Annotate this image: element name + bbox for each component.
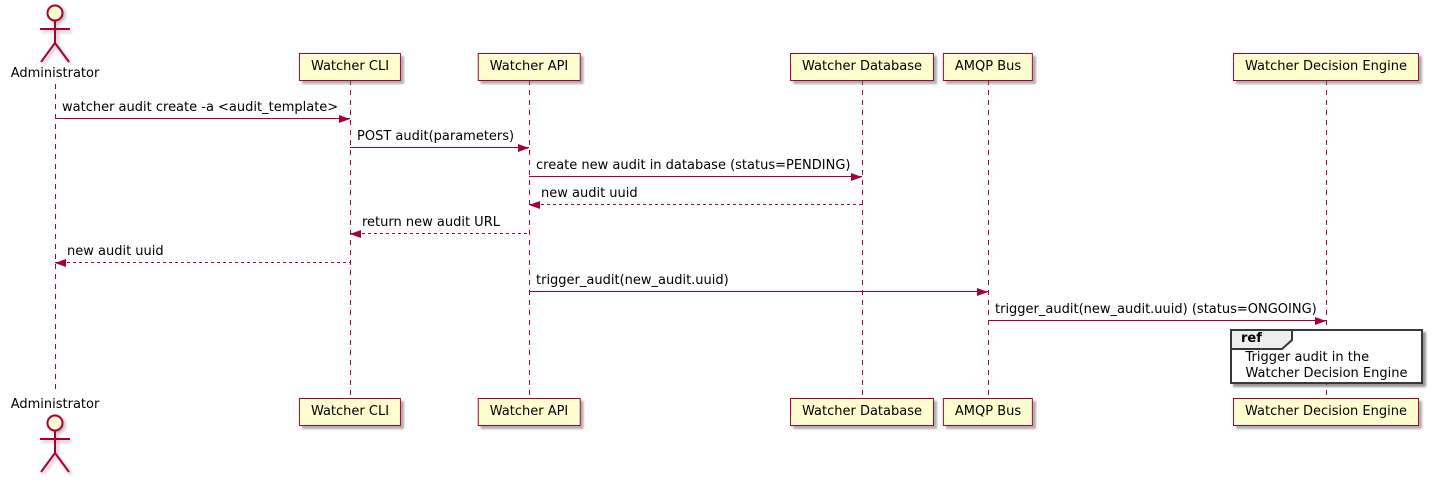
message-line: [55, 118, 350, 119]
participant-bottom-watcher-database: Watcher Database: [790, 398, 934, 426]
lifeline-watcher-api: [529, 80, 530, 398]
message-line: [988, 320, 1326, 321]
message-label: new audit uuid: [541, 186, 638, 201]
lifeline-administrator: [55, 84, 56, 394]
ref-text-line: Trigger audit in the: [1245, 350, 1370, 365]
message-label: watcher audit create -a <audit_template>: [62, 100, 339, 115]
message-line: [529, 204, 862, 205]
lifeline-watcher-decision-engine: [1326, 80, 1327, 398]
arrowhead-icon: [1315, 316, 1326, 325]
message-label: new audit uuid: [67, 244, 164, 259]
participant-bottom-amqp-bus: AMQP Bus: [942, 398, 1034, 426]
message-line: [55, 262, 350, 263]
actor-label-bottom-administrator: Administrator: [10, 397, 100, 412]
lifeline-watcher-cli: [350, 80, 351, 398]
participant-bottom-watcher-api: Watcher API: [477, 398, 581, 426]
arrowhead-icon: [529, 200, 540, 209]
arrowhead-icon: [55, 258, 66, 267]
arrowhead-icon: [977, 287, 988, 296]
ref-text-line: Watcher Decision Engine: [1245, 366, 1408, 381]
arrowhead-icon: [851, 172, 862, 181]
arrowhead-icon: [350, 229, 361, 238]
arrowhead-icon: [518, 143, 529, 152]
message-line: [529, 176, 862, 177]
actor-icon-top-administrator: [33, 3, 77, 69]
ref-tab-icon: [1230, 329, 1294, 354]
message-line: [529, 291, 988, 292]
participant-top-watcher-decision-engine: Watcher Decision Engine: [1233, 53, 1419, 81]
participant-bottom-watcher-decision-engine: Watcher Decision Engine: [1233, 398, 1419, 426]
message-line: [350, 233, 529, 234]
participant-top-amqp-bus: AMQP Bus: [942, 53, 1034, 81]
lifeline-watcher-database: [862, 80, 863, 398]
actor-icon-bottom-administrator: [33, 413, 77, 479]
arrowhead-icon: [339, 114, 350, 123]
ref-keyword: ref: [1241, 331, 1262, 346]
participant-top-watcher-cli: Watcher CLI: [298, 53, 402, 81]
message-label: trigger_audit(new_audit.uuid): [536, 273, 729, 288]
actor-label-top-administrator: Administrator: [10, 66, 100, 81]
participant-top-watcher-api: Watcher API: [477, 53, 581, 81]
message-label: create new audit in database (status=PEN…: [536, 158, 851, 173]
participant-top-watcher-database: Watcher Database: [790, 53, 934, 81]
message-label: return new audit URL: [362, 215, 500, 230]
message-label: trigger_audit(new_audit.uuid) (status=ON…: [995, 302, 1317, 317]
lifeline-amqp-bus: [988, 80, 989, 398]
message-line: [350, 147, 529, 148]
message-label: POST audit(parameters): [357, 129, 515, 144]
participant-bottom-watcher-cli: Watcher CLI: [298, 398, 402, 426]
